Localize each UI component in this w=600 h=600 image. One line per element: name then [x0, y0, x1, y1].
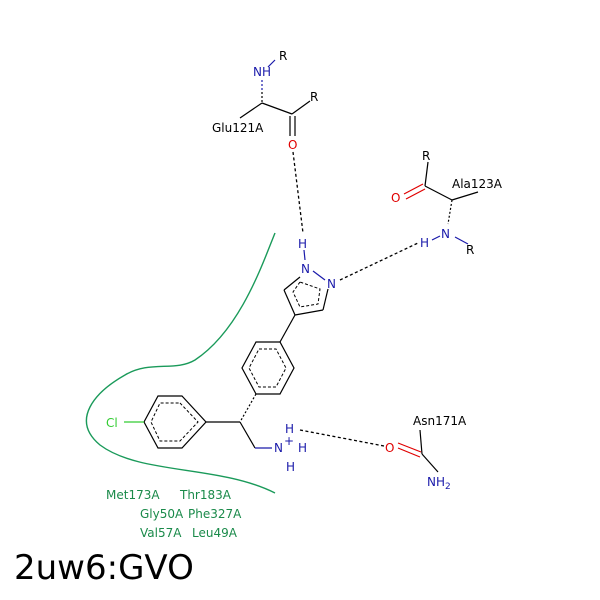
- pyrazole-h-label: H: [298, 237, 307, 251]
- page-title: 2uw6:GVO: [14, 548, 194, 588]
- hydrophobic-contour: [85, 232, 276, 494]
- hydrophobic-residues: Met173A Thr183A Gly50A Phe327A Val57A Le…: [106, 488, 242, 540]
- pyrazole-ring: H N N: [283, 237, 336, 316]
- hydrophobic-label-leu49a: Leu49A: [192, 526, 238, 540]
- glu-r2-label: R: [310, 90, 318, 104]
- hbond-ala-pyrazole: [339, 242, 419, 281]
- ammonium-n-label: N: [274, 441, 283, 455]
- chlorine-label: Cl: [106, 416, 118, 430]
- ammonium-plus-label: +: [284, 434, 294, 448]
- residue-ala123a: R Ala123A O H N R: [391, 149, 503, 257]
- chlorophenyl-ring: Cl: [106, 395, 207, 449]
- ala-h-label: H: [420, 236, 429, 250]
- ammonium-h3-label: H: [286, 460, 295, 474]
- ala-n-label: N: [441, 227, 450, 241]
- asn-o-label: O: [385, 441, 394, 455]
- asn171a-label: Asn171A: [413, 414, 467, 428]
- residue-asn171a: Asn171A O NH2: [385, 414, 467, 492]
- ala-r1-label: R: [422, 149, 430, 163]
- glu-nh-label: NH: [253, 65, 271, 79]
- ammonium-h1-label: H: [285, 422, 294, 436]
- asn-nh2-label: NH2: [427, 475, 451, 492]
- ammonium-group: H N + H H: [274, 422, 307, 474]
- hbond-asn-ammonium: [299, 429, 385, 447]
- ala-r2-label: R: [466, 243, 474, 257]
- ammonium-h2-label: H: [298, 441, 307, 455]
- residue-glu121a: R NH R O Glu121A: [212, 49, 318, 152]
- glu-r1-label: R: [279, 49, 287, 63]
- glu-o-label: O: [288, 138, 297, 152]
- hydrophobic-label-thr183a: Thr183A: [179, 488, 232, 502]
- pyrazole-n2-label: N: [327, 277, 336, 291]
- hbond-glu-pyrazole: [292, 151, 304, 234]
- hydrophobic-label-val57a: Val57A: [140, 526, 182, 540]
- phenyl-ring-central: [241, 341, 295, 395]
- hydrophobic-label-phe327a: Phe327A: [188, 507, 242, 521]
- ala-o-label: O: [391, 191, 400, 205]
- ala123a-label: Ala123A: [452, 177, 503, 191]
- pyrazole-n1-label: N: [301, 262, 310, 276]
- hydrophobic-label-met173a: Met173A: [106, 488, 160, 502]
- hydrophobic-label-gly50a: Gly50A: [140, 507, 184, 521]
- glu121a-label: Glu121A: [212, 121, 264, 135]
